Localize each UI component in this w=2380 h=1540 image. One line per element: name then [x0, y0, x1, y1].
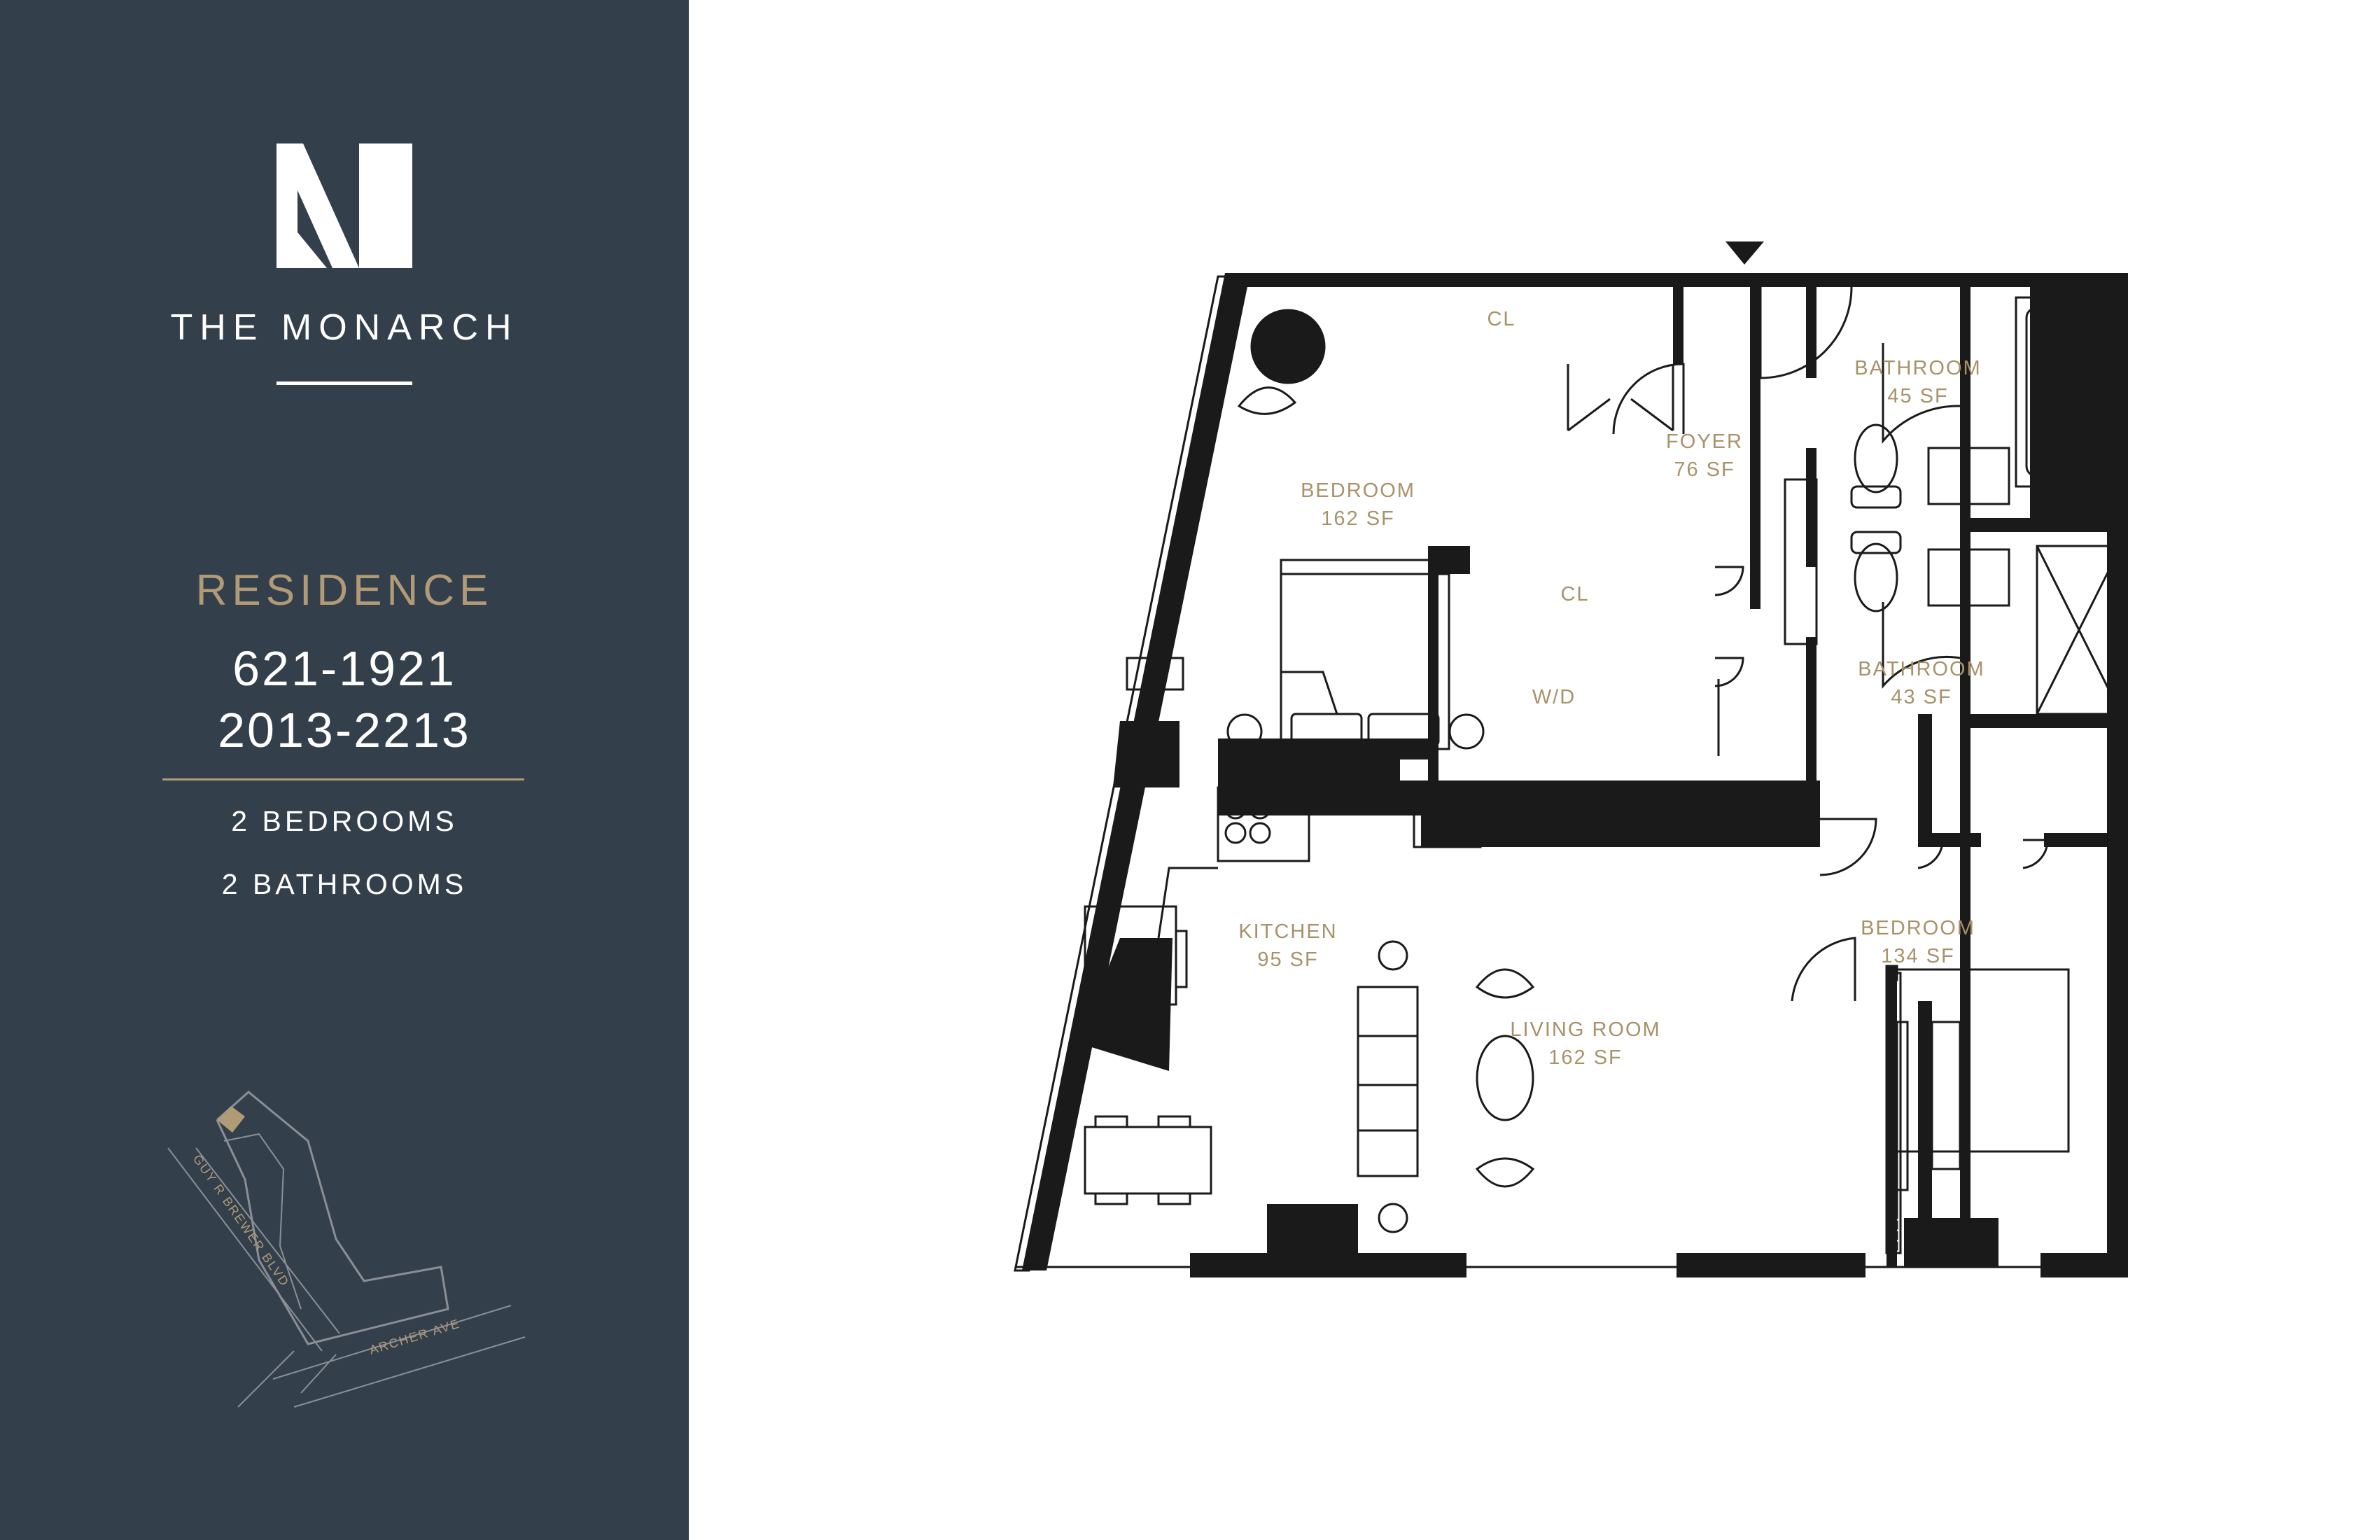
room-living-area: 162 SF	[1548, 1046, 1623, 1069]
doors	[1567, 286, 2049, 1002]
location-key-map: GUY R BREWER BLVD ARCHER AVE	[167, 1091, 526, 1408]
room-foyer-area: 76 SF	[1674, 458, 1735, 481]
room-living-name: LIVING ROOM	[1510, 1018, 1660, 1041]
interior-walls	[1218, 273, 2128, 1267]
room-washer-name: W/D	[1532, 686, 1576, 708]
divider	[162, 778, 524, 780]
sidebar-panel: THE MONARCH RESIDENCE 621-1921 2013-2213…	[0, 0, 689, 1540]
room-closet2-name: CL	[1560, 583, 1589, 606]
floor-plan: BEDROOM 162 SF CL FOYER 76 SF BATHROOM 4…	[1014, 241, 2128, 1278]
room-bath1-name: BATHROOM	[1854, 357, 1981, 379]
exterior-window-strip	[1014, 275, 1232, 1272]
bedroom2-furniture	[1892, 968, 2070, 1153]
room-kitchen-area: 95 SF	[1257, 948, 1318, 971]
room-closet1-name: CL	[1487, 308, 1516, 330]
brand-name: THE MONARCH	[170, 307, 519, 348]
unit-numbers-line1: 621-1921	[232, 641, 456, 696]
room-bedroom1-area: 162 SF	[1321, 507, 1395, 530]
unit-numbers-line2: 2013-2213	[218, 703, 471, 757]
room-foyer-name: FOYER	[1666, 430, 1743, 453]
room-bath1-area: 45 SF	[1887, 385, 1948, 407]
residence-label: RESIDENCE	[195, 566, 493, 615]
entry-arrow-icon	[1726, 241, 1764, 265]
room-bath2-name: BATHROOM	[1858, 658, 1984, 680]
brand-underline	[276, 382, 412, 385]
room-bedroom2-area: 134 SF	[1881, 945, 1955, 967]
bathroom-count: 2 BATHROOMS	[221, 868, 468, 900]
room-bedroom1-name: BEDROOM	[1301, 479, 1415, 502]
room-bath2-area: 43 SF	[1891, 686, 1952, 708]
room-bedroom2-name: BEDROOM	[1861, 917, 1975, 939]
bedroom-count: 2 BEDROOMS	[231, 805, 458, 837]
street-label-archer: ARCHER AVE	[368, 1316, 462, 1357]
room-kitchen-name: KITCHEN	[1238, 920, 1337, 943]
monarch-logo-icon	[276, 144, 412, 268]
fixtures	[1084, 296, 2122, 1254]
